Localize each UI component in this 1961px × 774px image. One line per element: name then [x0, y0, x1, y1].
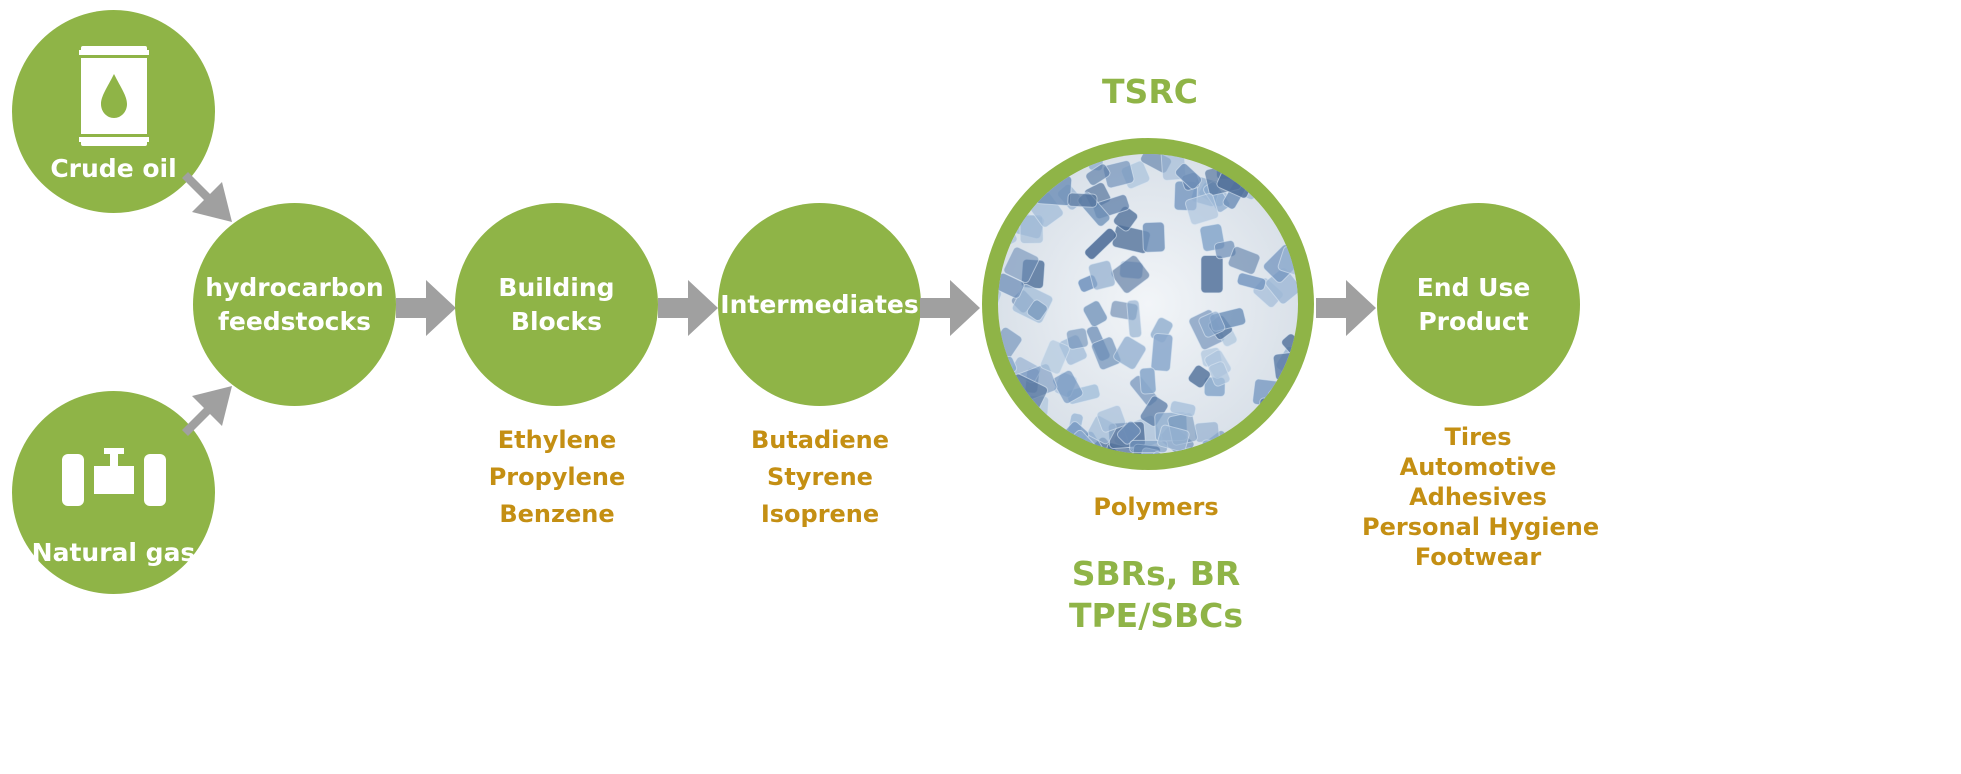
pellet	[1052, 370, 1084, 404]
pellet	[1175, 163, 1203, 190]
pellet	[998, 379, 1001, 396]
polymers-label: Polymers	[1093, 493, 1219, 521]
pellet	[998, 409, 1024, 443]
intermediates-list: Butadiene Styrene Isoprene	[720, 422, 920, 533]
list-item: Ethylene	[497, 426, 617, 454]
pellet	[1096, 404, 1127, 433]
intermediates-node: Intermediates	[718, 203, 921, 406]
pellet	[1053, 154, 1079, 159]
oil-barrel-icon	[78, 46, 149, 146]
pellet	[1113, 335, 1147, 370]
end-use-list: Tires Automotive Adhesives Personal Hygi…	[1362, 422, 1600, 572]
crude-oil-label: Crude oil	[50, 154, 177, 183]
arrow-gas-to-hydrocarbon	[182, 386, 232, 436]
gas-pipe-icon	[61, 448, 166, 506]
list-item: Tires	[1444, 423, 1512, 451]
pellet	[1023, 154, 1049, 168]
list-item: Benzene	[499, 500, 615, 528]
pellet	[1035, 173, 1073, 206]
list-item: Footwear	[1414, 543, 1542, 571]
pellet	[1057, 154, 1083, 169]
pellet	[1292, 172, 1298, 205]
pellet	[998, 172, 1025, 200]
polymer-types-list: SBRs, BR TPE/SBCs	[1006, 553, 1306, 637]
pellet	[1142, 221, 1166, 253]
pellet	[1200, 254, 1224, 294]
list-item: Butadiene	[750, 426, 890, 454]
pellet	[1236, 272, 1267, 291]
pellet	[1259, 409, 1291, 432]
pellet	[998, 186, 1006, 214]
intermediates-label: Intermediates	[720, 289, 919, 319]
pellet	[1082, 300, 1108, 328]
tsrc-polymer-node	[982, 138, 1314, 470]
pellet	[1200, 439, 1233, 454]
arrow-hydrocarbon-to-building	[396, 280, 456, 336]
pellet	[1088, 260, 1116, 291]
list-item: Isoprene	[760, 500, 880, 528]
crude-oil-node: Crude oil	[12, 10, 215, 213]
arrow-building-to-intermediates	[658, 280, 718, 336]
pellet	[998, 326, 1023, 366]
pellet	[1007, 154, 1039, 168]
end-use-product-label: End Use Product	[1416, 272, 1531, 336]
pellet	[1067, 192, 1098, 208]
polymer-pellets-image	[998, 154, 1298, 454]
pellet	[1157, 424, 1190, 453]
pellet	[1294, 423, 1298, 454]
pellet	[1282, 205, 1298, 241]
pellet	[1227, 246, 1261, 275]
end-use-product-node: End Use Product	[1377, 203, 1580, 406]
building-blocks-node: Building Blocks	[455, 203, 658, 406]
natural-gas-label: Natural gas	[31, 538, 196, 567]
pellet	[1116, 420, 1141, 445]
list-item: Automotive	[1399, 453, 1557, 481]
pellet	[1085, 163, 1111, 186]
pellet	[1019, 214, 1044, 245]
pellet	[1198, 310, 1226, 338]
pellet	[1110, 255, 1150, 294]
arrow-crude-to-hydrocarbon	[182, 172, 232, 222]
pellet	[1026, 299, 1048, 321]
pellet	[998, 272, 1025, 299]
pellet	[1084, 227, 1117, 260]
hydrocarbon-feedstocks-label: hydrocarbon feedstocks	[205, 272, 384, 336]
pellet	[1252, 378, 1289, 409]
building-blocks-list: Ethylene Propylene Benzene	[457, 422, 657, 533]
polymer-type: SBRs, BR	[1071, 554, 1241, 593]
pellet	[998, 170, 1017, 208]
pellet	[1091, 336, 1122, 371]
pellet	[1039, 339, 1070, 375]
pellet	[1258, 397, 1275, 419]
pellet	[1184, 193, 1219, 226]
pellet	[1275, 394, 1298, 433]
arrow-tsrc-to-enduse	[1316, 280, 1376, 336]
pellet	[1169, 400, 1197, 418]
list-item: Adhesives	[1409, 483, 1547, 511]
arrow-intermediates-to-tsrc	[920, 280, 980, 336]
pellet	[1187, 364, 1211, 389]
list-item: Personal Hygiene	[1362, 513, 1600, 541]
pellet	[1139, 367, 1157, 395]
pellet	[1004, 154, 1026, 157]
tsrc-title: TSRC	[1102, 72, 1198, 111]
natural-gas-node: Natural gas	[12, 391, 215, 594]
pellet	[1272, 352, 1298, 381]
pellet	[1290, 377, 1298, 407]
pellet	[1126, 299, 1143, 339]
pellet	[1066, 327, 1089, 350]
list-item: Propylene	[488, 463, 626, 491]
pellet	[1208, 361, 1231, 387]
building-blocks-label: Building Blocks	[498, 272, 615, 336]
list-item: Styrene	[767, 463, 873, 491]
hydrocarbon-feedstocks-node: hydrocarbon feedstocks	[193, 203, 396, 406]
pellet	[1269, 155, 1293, 181]
pellet	[1213, 443, 1239, 454]
pellet	[1150, 332, 1174, 372]
polymer-type: TPE/SBCs	[1068, 596, 1244, 635]
